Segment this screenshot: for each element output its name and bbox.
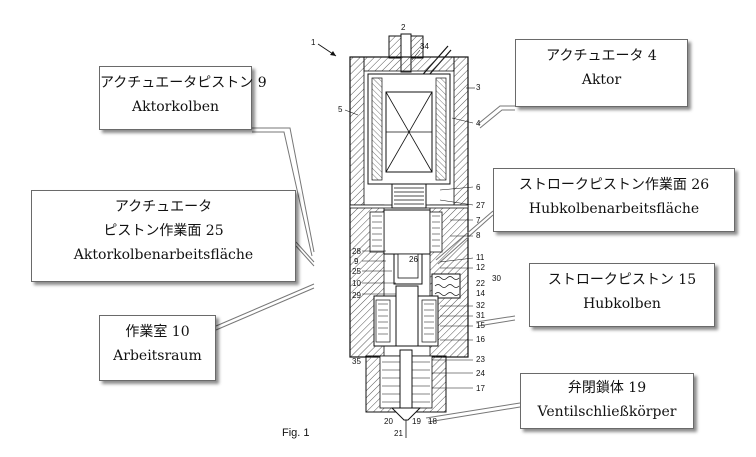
reference-numeral-1: 1 — [311, 38, 316, 47]
stroke-piston — [373, 285, 439, 347]
callout-valve-closing-body-de: Ventilschließkörper — [537, 404, 677, 420]
reference-numeral-2: 2 — [401, 23, 406, 32]
reference-numeral-34: 34 — [420, 42, 429, 51]
reference-numeral-8: 8 — [476, 231, 481, 240]
reference-numeral-18: 18 — [428, 417, 437, 426]
reference-numeral-15: 15 — [476, 321, 485, 330]
callout-working-chamber: 作業室 10 Arbeitsraum — [99, 315, 216, 381]
reference-numeral-30: 30 — [492, 274, 501, 283]
callout-actuator: アクチュエータ 4 Aktor — [515, 39, 688, 107]
callout-stroke-piston-jp: ストロークピストン 15 — [547, 272, 697, 288]
reference-numeral-31: 31 — [476, 311, 485, 320]
callout-actuator-piston-area-jp1: アクチュエータ — [114, 199, 213, 215]
callout-stroke-piston: ストロークピストン 15 Hubkolben — [529, 263, 715, 327]
reference-numeral-32: 32 — [476, 301, 485, 310]
callout-stroke-piston-area-de: Hubkolbenarbeitsfläche — [528, 201, 700, 217]
actuator-piston-body — [369, 209, 443, 285]
figure-caption: Fig. 1 — [282, 427, 310, 439]
reference-numeral-16: 16 — [476, 335, 485, 344]
reference-numeral-7: 7 — [476, 216, 481, 225]
callout-stroke-piston-area: ストロークピストン作業面 26 Hubkolbenarbeitsfläche — [493, 168, 735, 232]
callout-valve-closing-body-jp: 弁閉鎖体 19 — [567, 380, 647, 396]
reference-numeral-29: 29 — [352, 291, 361, 300]
reference-numeral-5: 5 — [338, 105, 343, 114]
reference-numeral-12: 12 — [476, 263, 485, 272]
callout-actuator-de: Aktor — [581, 72, 622, 88]
upper-spring — [391, 183, 427, 209]
reference-numeral-11: 11 — [476, 253, 485, 262]
reference-numeral-24: 24 — [476, 369, 485, 378]
reference-numeral-25: 25 — [352, 267, 361, 276]
reference-numeral-21: 21 — [394, 429, 403, 438]
callout-actuator-piston: アクチュエータピストン 9 Aktorkolben — [99, 66, 267, 130]
callout-actuator-piston-de: Aktorkolben — [132, 99, 219, 115]
callout-actuator-piston-area-de: Aktorkolbenarbeitsfläche — [73, 247, 254, 263]
reference-numeral-3: 3 — [476, 83, 481, 92]
reference-numeral-28: 28 — [352, 247, 361, 256]
figure-pointer-arrow — [317, 43, 337, 57]
reference-numeral-14: 14 — [476, 289, 485, 298]
callout-pointers — [215, 105, 521, 423]
reference-numeral-35: 35 — [352, 357, 361, 366]
callout-stroke-piston-area-jp: ストロークピストン作業面 26 — [518, 177, 710, 193]
reference-numeral-27: 27 — [476, 201, 485, 210]
callout-actuator-piston-area-jp2: ピストン作業面 25 — [103, 223, 224, 239]
callout-stroke-piston-de: Hubkolben — [583, 296, 661, 312]
nozzle-body — [365, 349, 447, 438]
reference-numeral-23: 23 — [476, 355, 485, 364]
reference-numeral-10: 10 — [352, 279, 361, 288]
reference-numeral-4: 4 — [476, 119, 481, 128]
actuator-stack — [367, 73, 451, 185]
reference-numeral-6: 6 — [476, 183, 481, 192]
reference-numeral-19: 19 — [412, 417, 421, 426]
reference-numeral-26: 26 — [409, 255, 418, 264]
callout-valve-closing-body: 弁閉鎖体 19 Ventilschließkörper — [520, 373, 694, 429]
callout-working-chamber-jp: 作業室 10 — [125, 324, 190, 340]
callout-actuator-piston-area: アクチュエータ ピストン作業面 25 Aktorkolbenarbeitsflä… — [31, 190, 296, 282]
side-valve — [431, 273, 461, 299]
reference-numeral-17: 17 — [476, 384, 485, 393]
callout-actuator-piston-jp: アクチュエータピストン 9 — [100, 75, 267, 91]
callout-actuator-jp: アクチュエータ 4 — [546, 48, 657, 64]
numeral-leaders — [344, 49, 475, 389]
reference-numeral-22: 22 — [476, 279, 485, 288]
reference-numeral-9: 9 — [354, 257, 359, 266]
reference-numeral-20: 20 — [384, 417, 393, 426]
callout-working-chamber-de: Arbeitsraum — [113, 348, 202, 364]
